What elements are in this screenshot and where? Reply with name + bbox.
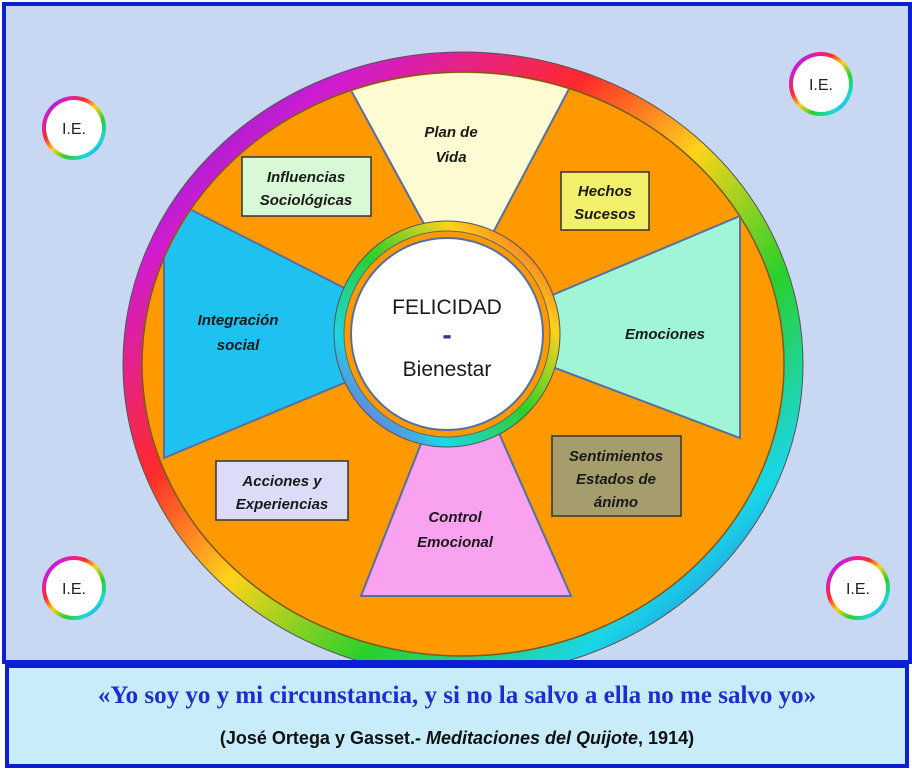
box-sentimientos-line3: ánimo bbox=[594, 494, 638, 511]
quote-box: «Yo soy yo y mi circunstancia, y si no l… bbox=[5, 664, 909, 768]
ie-badge-text: I.E. bbox=[62, 581, 86, 598]
label-emociones: Emociones bbox=[625, 326, 705, 343]
ie-badge-top-left: I.E. bbox=[42, 96, 106, 160]
label-integracion-2: social bbox=[217, 337, 260, 354]
quote-text: «Yo soy yo y mi circunstancia, y si no l… bbox=[97, 682, 817, 709]
center-subtitle: Bienestar bbox=[403, 358, 492, 381]
happiness-wheel-diagram: FELICIDAD - Bienestar Plan de Vida Integ… bbox=[42, 51, 890, 677]
ie-badge-top-right: I.E. bbox=[789, 52, 853, 116]
box-acciones-line2: Experiencias bbox=[236, 496, 329, 513]
box-hechos-line2: Sucesos bbox=[574, 206, 636, 223]
quote-cite-suffix: , 1914) bbox=[638, 728, 695, 748]
box-acciones-line1: Acciones y bbox=[241, 473, 322, 490]
ie-badge-bottom-left: I.E. bbox=[42, 556, 106, 620]
center-circle bbox=[350, 237, 544, 431]
ie-badge-text: I.E. bbox=[62, 121, 86, 138]
quote-cite-work: Meditaciones del Quijote bbox=[426, 728, 639, 748]
box-influencias-line2: Sociológicas bbox=[260, 192, 353, 209]
quote-cite-prefix: (José Ortega y Gasset.- bbox=[219, 728, 426, 748]
box-sentimientos-line1: Sentimientos bbox=[569, 448, 663, 465]
box-sentimientos-line2: Estados de bbox=[576, 471, 656, 488]
box-influencias bbox=[241, 156, 372, 217]
ie-badge-bottom-right: I.E. bbox=[826, 556, 890, 620]
label-control-2: Emocional bbox=[417, 534, 494, 551]
center-title: FELICIDAD bbox=[392, 296, 502, 319]
ie-badge-text: I.E. bbox=[846, 581, 870, 598]
quote-citation: (José Ortega y Gasset.- Meditaciones del… bbox=[9, 728, 905, 749]
box-influencias-line1: Influencias bbox=[267, 169, 345, 186]
label-plan-de-vida-2: Vida bbox=[435, 149, 466, 166]
diagram-panel: FELICIDAD - Bienestar Plan de Vida Integ… bbox=[2, 2, 912, 677]
label-plan-de-vida-1: Plan de bbox=[424, 124, 477, 141]
label-integracion-1: Integración bbox=[198, 312, 279, 329]
center-separator: - bbox=[442, 319, 451, 350]
label-control-1: Control bbox=[428, 509, 482, 526]
box-hechos bbox=[560, 171, 650, 231]
box-hechos-line1: Hechos bbox=[578, 183, 632, 200]
ie-badge-text: I.E. bbox=[809, 77, 833, 94]
box-acciones bbox=[215, 460, 349, 521]
box-sentimientos bbox=[551, 435, 682, 517]
